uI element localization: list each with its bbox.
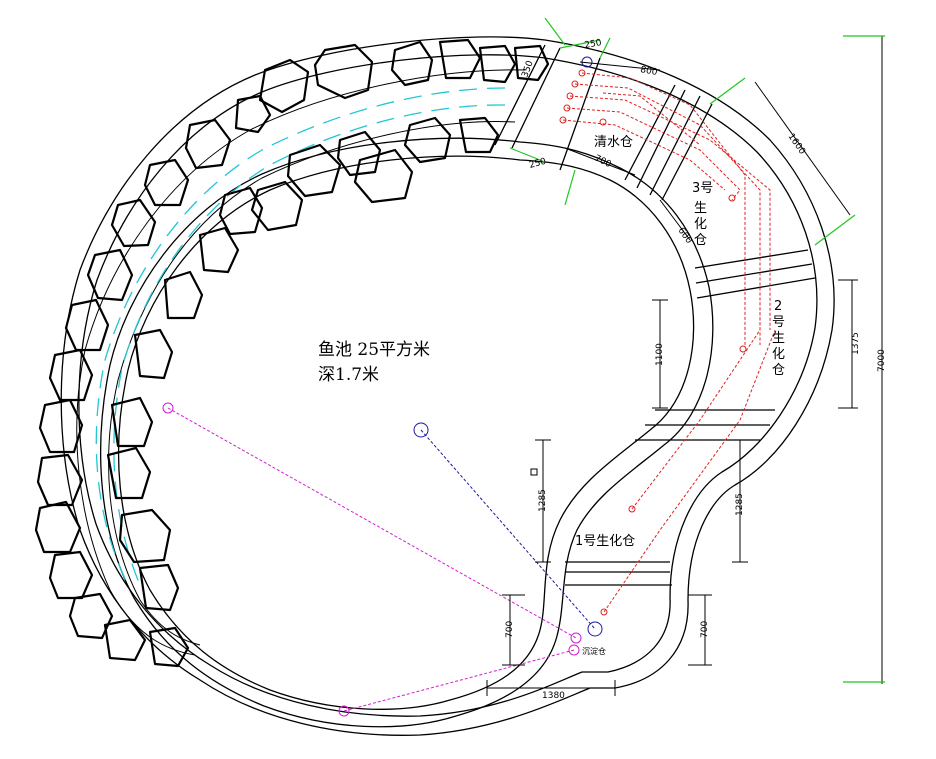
clear-water-label: 清水仓	[594, 135, 633, 150]
dim-1285-right: 1285	[735, 493, 745, 516]
pipes-blue	[420, 429, 596, 630]
dim-800: 800	[639, 65, 658, 78]
bio3-label-1: 3号	[692, 181, 713, 196]
bio2-label: 2 号 生 化 仓	[772, 299, 785, 378]
fittings	[162, 56, 747, 717]
stream-water-1	[95, 87, 506, 586]
dim-7000: 7000	[877, 349, 887, 372]
pipes-red	[562, 72, 776, 613]
bio3-label-3: 化	[694, 217, 707, 232]
chamber-partitions	[494, 44, 816, 586]
bio2-label-5: 仓	[772, 363, 785, 378]
dim-700-right: 700	[700, 621, 710, 638]
outer-wall	[60, 36, 835, 736]
dim-1375: 1375	[851, 332, 861, 355]
dim-250-mid: 250	[528, 157, 547, 171]
bio2-label-4: 化	[772, 347, 785, 362]
bio2-label-3: 生	[772, 331, 785, 346]
pond-title: 鱼池 25平方米	[318, 340, 430, 360]
inner-pond-wall	[117, 155, 695, 710]
dim-1100: 1100	[655, 343, 665, 366]
dim-700-clear: 700	[593, 154, 613, 170]
dim-600: 600	[676, 226, 694, 246]
dim-1285-left: 1285	[538, 489, 548, 512]
inner-pond-wall-outer	[100, 137, 714, 728]
dim-250-top: 250	[584, 38, 603, 51]
rock-border	[34, 38, 550, 668]
stream-water-2	[113, 104, 506, 591]
pond-depth: 深1.7米	[318, 365, 379, 385]
pipes-magenta	[167, 407, 577, 712]
stream-bank-outer	[76, 69, 526, 656]
bio1-label: 1号生化仓	[575, 534, 635, 549]
dimension-lines	[486, 17, 885, 696]
dim-700-left: 700	[505, 621, 515, 638]
dim-1380: 1380	[542, 691, 565, 701]
bio2-label-2: 号	[772, 315, 785, 330]
bio3-label: 3号 生 化 仓	[692, 181, 713, 248]
dim-1600: 1600	[786, 132, 807, 157]
bio2-label-1: 2	[774, 299, 782, 314]
settling-label: 沉淀仓	[582, 646, 606, 656]
bio3-label-2: 生	[694, 201, 707, 216]
bio3-label-4: 仓	[694, 233, 707, 248]
